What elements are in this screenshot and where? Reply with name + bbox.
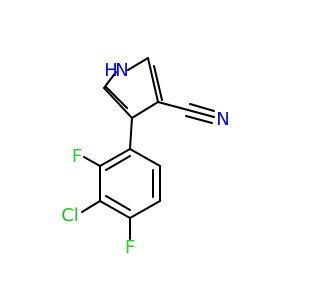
bond-b5-cl: [81, 200, 101, 213]
bond-b6-b1-double: [105, 155, 131, 171]
bond-c3-c4: [131, 101, 159, 119]
bond-cn-triple-c: [185, 115, 213, 124]
bond-c2-c3-double: [153, 65, 163, 101]
bond-b6-b1: [99, 148, 131, 167]
pyrrole-n-label: N: [115, 60, 128, 81]
bond-b4-b5: [99, 200, 131, 219]
bond-b1-b2: [129, 148, 161, 167]
bond-c4-benzene: [129, 117, 133, 150]
nh-label: H: [104, 60, 118, 81]
bond-c4-c5: [103, 87, 133, 119]
bond-c5-n1: [103, 71, 117, 89]
bond-c4-c5-double: [105, 86, 128, 109]
chlorine-label: Cl: [61, 205, 79, 226]
bond-b6-f: [83, 156, 101, 167]
bond-cn-triple-b: [189, 103, 215, 112]
bond-c3-cn: [157, 101, 189, 111]
bond-cn-triple-a: [187, 109, 215, 118]
nitrile-n-label: N: [216, 109, 229, 130]
bond-b3-b4: [129, 200, 161, 219]
bond-c2-c3: [147, 57, 159, 103]
fluorine-top-label: F: [72, 146, 82, 167]
molecule-structure: H N N F Cl F: [61, 57, 230, 258]
bond-b4-b5-double: [105, 195, 131, 211]
bond-n1-c2: [127, 57, 149, 71]
fluorine-bottom-label: F: [125, 237, 135, 258]
